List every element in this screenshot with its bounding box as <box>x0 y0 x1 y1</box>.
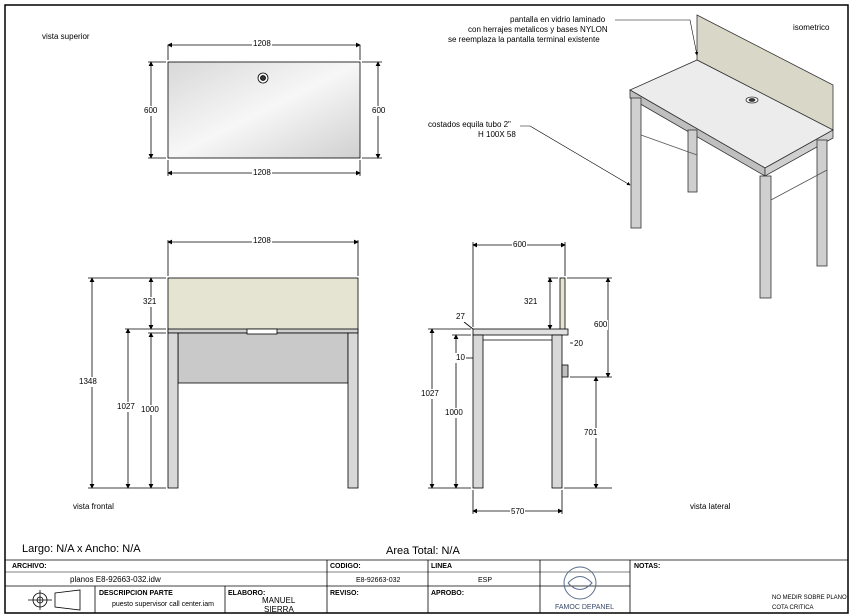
title-block-lines <box>5 559 848 613</box>
descripcion-value: puesto supervisor call center.iam <box>112 601 214 608</box>
dim-top-depth-right: 600 <box>371 106 387 116</box>
dim-side-10: 10 <box>455 353 466 363</box>
dim-front-leg-h: 1000 <box>140 405 160 415</box>
dim-front-screen-h: 321 <box>142 297 158 307</box>
front-view <box>88 239 359 489</box>
dim-front-width: 1208 <box>252 236 272 246</box>
dim-front-top-h: 1027 <box>116 402 136 412</box>
codigo-label: CODIGO: <box>330 563 361 570</box>
archivo-value: planos E8-92663-032.idw <box>70 575 161 584</box>
linea-value: ESP <box>478 577 493 584</box>
dim-side-depth: 600 <box>512 240 528 250</box>
iso-view <box>520 14 834 299</box>
view-label-isometric: isometrico <box>793 23 830 32</box>
dim-front-total-h: 1348 <box>78 377 98 387</box>
dim-side-base: 570 <box>510 507 526 517</box>
note-no-medir: NO MEDIR SOBRE PLANO <box>772 595 847 601</box>
descripcion-label: DESCRIPCION PARTE <box>99 590 173 597</box>
area-summary: Area Total: N/A <box>386 545 460 557</box>
note-screen-line1: pantalla en vidrio laminado <box>510 15 606 24</box>
size-summary: Largo: N/A x Ancho: N/A <box>22 543 141 555</box>
note-legs-line2: H 100X 58 <box>478 130 516 139</box>
aprobo-label: APROBO: <box>431 590 465 597</box>
dim-side-600: 600 <box>593 320 609 330</box>
side-view <box>428 242 612 514</box>
codigo-value: E8-92663-032 <box>356 577 401 584</box>
notas-label: NOTAS: <box>634 563 661 570</box>
view-label-superior: vista superior <box>42 32 90 41</box>
dim-side-27: 27 <box>455 312 466 322</box>
dim-side-screen-h: 321 <box>523 297 539 307</box>
reviso-label: REVISO: <box>330 590 359 597</box>
dim-side-leg-h: 1000 <box>444 408 464 418</box>
note-cota-critica: COTA CRITICA <box>772 605 814 611</box>
dim-side-20: 20 <box>573 339 584 349</box>
dim-top-width-lower: 1208 <box>252 168 272 178</box>
view-label-frontal: vista frontal <box>73 502 114 511</box>
note-screen-line3: se reemplaza la pantalla terminal existe… <box>448 35 600 44</box>
dim-top-width-upper: 1208 <box>252 39 272 49</box>
dim-top-depth-left: 600 <box>143 106 159 116</box>
elaboro-value-1: MANUEL <box>262 596 296 605</box>
linea-label: LINEA <box>431 563 452 570</box>
note-screen-line2: con herrajes metalicos y bases NYLON <box>468 25 608 34</box>
top-view <box>148 42 382 176</box>
view-label-lateral: vista lateral <box>690 502 731 511</box>
company-name: FAMOC DEPANEL <box>555 604 614 611</box>
note-legs-line1: costados equila tubo 2" <box>428 120 511 129</box>
company-logo <box>563 566 597 600</box>
elaboro-label: ELABORO: <box>228 590 266 597</box>
archivo-label: ARCHIVO: <box>12 563 47 570</box>
elaboro-value-2: SIERRA <box>264 605 294 614</box>
dim-side-701: 701 <box>583 428 599 438</box>
dim-side-top-h: 1027 <box>420 389 440 399</box>
